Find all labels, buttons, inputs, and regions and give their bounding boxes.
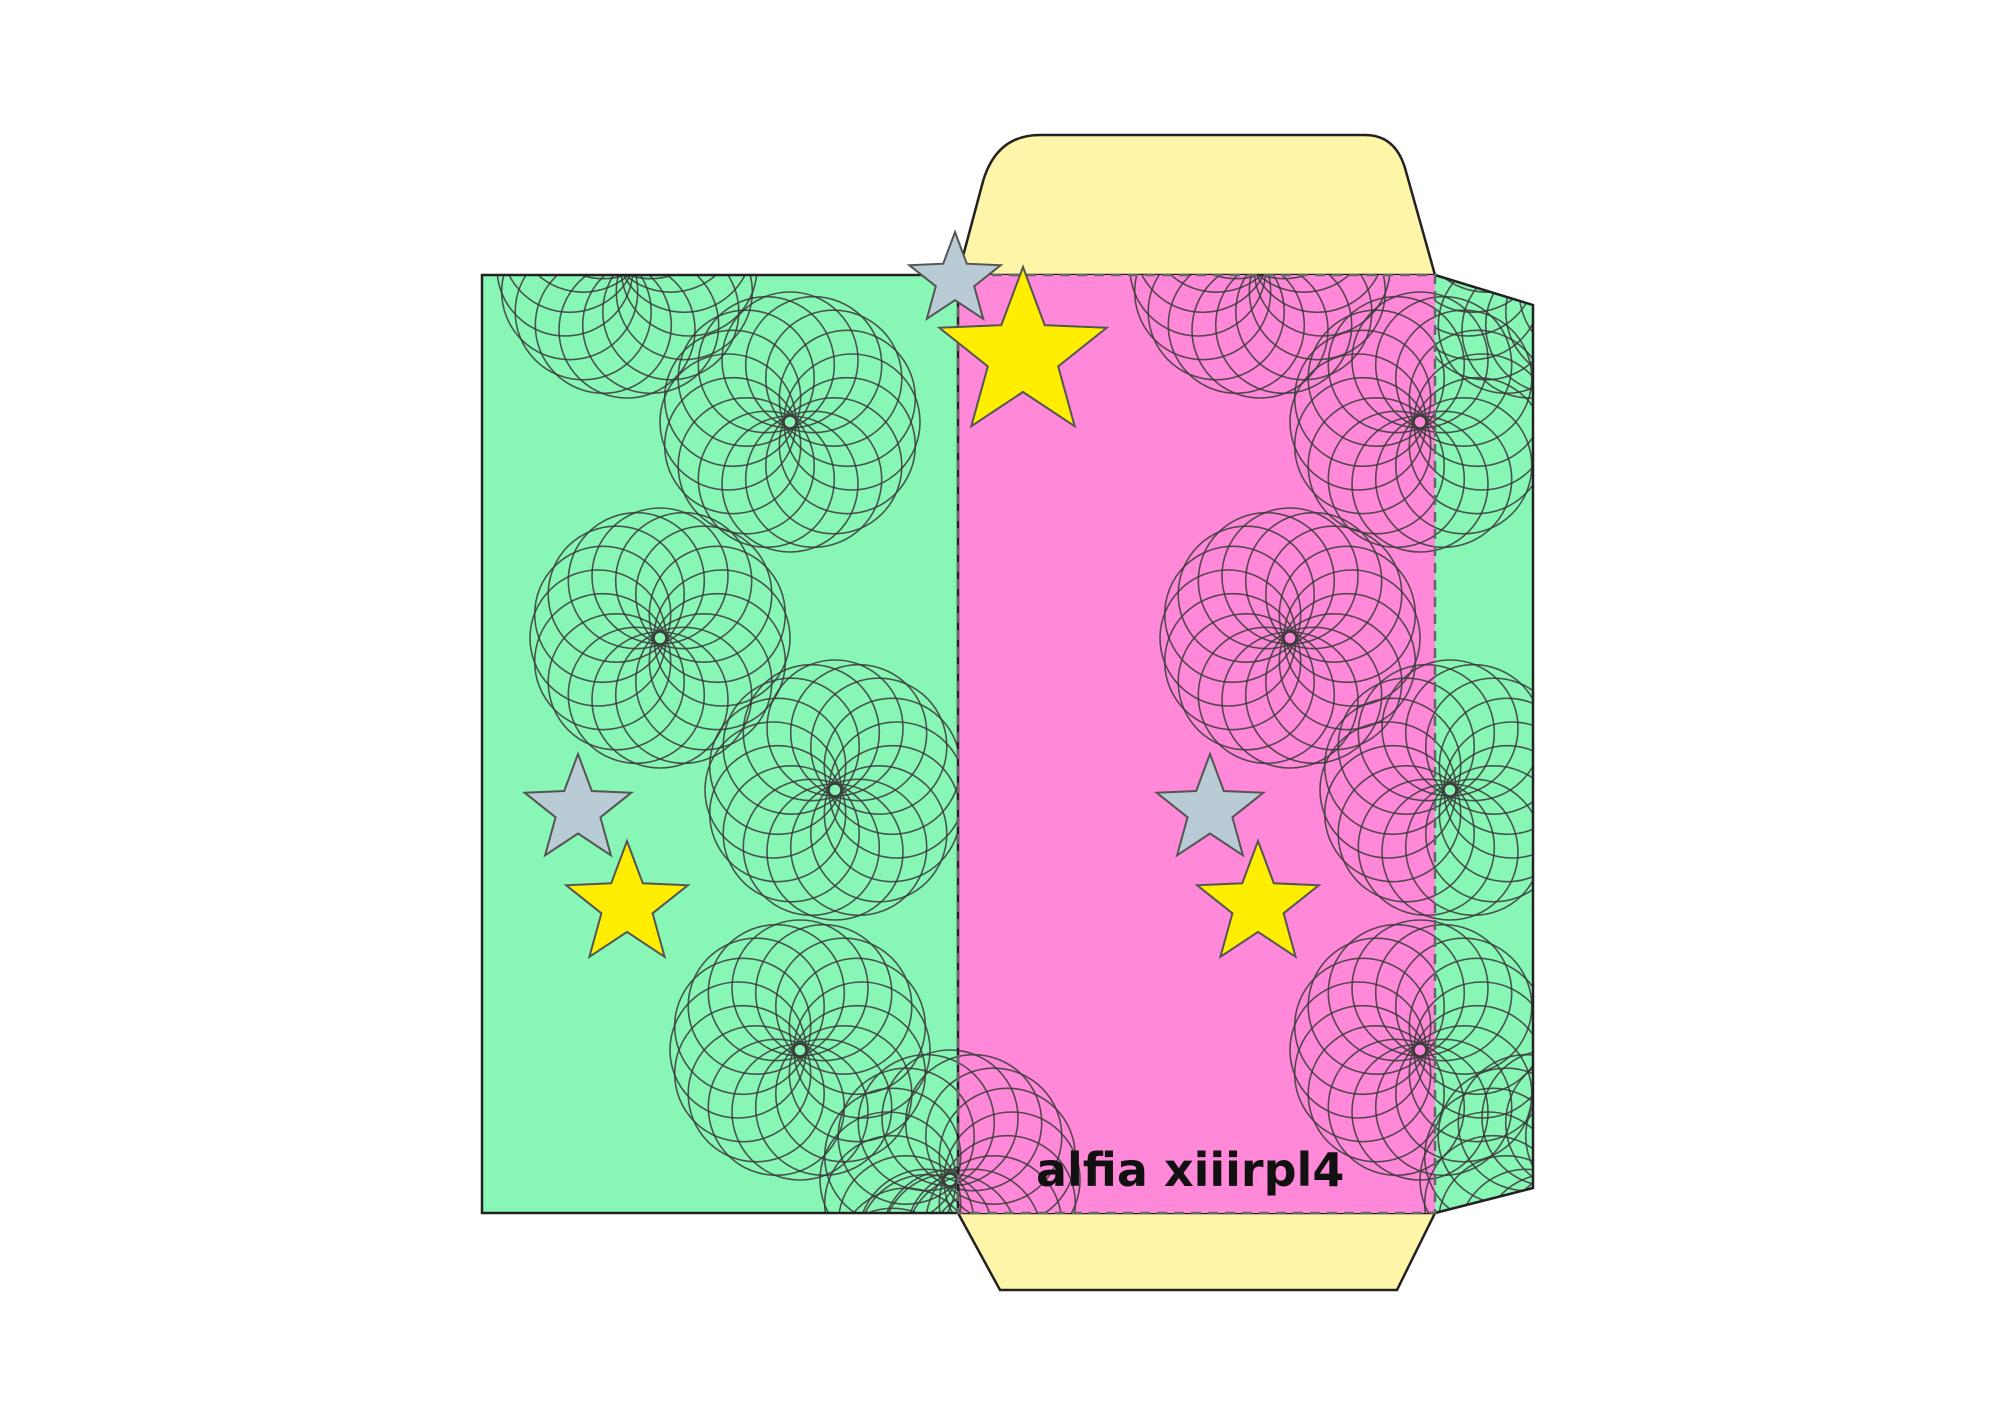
rosette-pattern (496, 275, 958, 1213)
top-flap (956, 133, 1437, 277)
grey-star-icon (521, 751, 635, 858)
rosette (496, 275, 758, 399)
rosette (1419, 1118, 1435, 1213)
rosette (1289, 919, 1435, 1181)
right-flap-outline (1434, 273, 1535, 1215)
rosette (958, 1049, 1081, 1213)
right-side-flap (1435, 275, 1533, 1213)
grey-star-icon (1153, 751, 1267, 858)
yellow-star-icon (563, 838, 691, 960)
rosette (1319, 660, 1435, 920)
rosette (1289, 291, 1435, 553)
rosette (704, 659, 958, 921)
rosette (852, 1169, 958, 1213)
front-panel (958, 275, 1435, 1213)
rosette (1435, 659, 1533, 921)
rosette (529, 507, 791, 769)
envelope-label: alfia xiiirpl4 (1036, 1143, 1344, 1197)
yellow-star-icon (1194, 838, 1322, 960)
grey-star-icon (906, 229, 1004, 322)
rosette (659, 291, 921, 553)
bottom-flap (955, 1211, 1438, 1292)
left-side-panel (482, 275, 958, 1213)
fold-line (956, 273, 1437, 1215)
rosette (669, 919, 931, 1181)
rosette-pattern (958, 275, 1435, 1213)
rosette (1159, 507, 1421, 769)
yellow-star-icon (936, 264, 1110, 429)
